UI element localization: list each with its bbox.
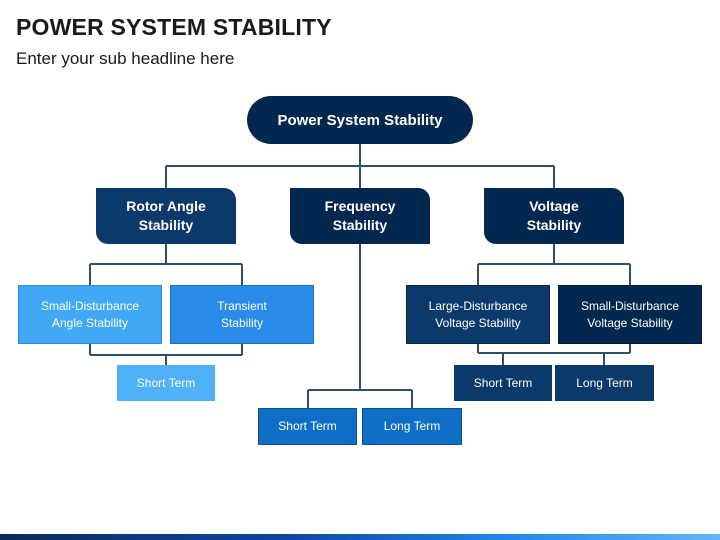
transient-line1: Transient [217, 298, 267, 313]
voltage-node-line2: Stability [526, 217, 582, 233]
frequency-stability-node: Frequency Stability [290, 188, 430, 244]
root-node: Power System Stability [247, 96, 473, 144]
voltage-stability-node: Voltage Stability [484, 188, 624, 244]
voltage-long-term-node: Long Term [555, 365, 654, 401]
small-voltage-line2: Voltage Stability [587, 315, 673, 330]
small-disturbance-voltage-stability-node: Small-Disturbance Voltage Stability [558, 285, 702, 344]
rotor-short-term-node: Short Term [117, 365, 215, 401]
large-voltage-line1: Large-Disturbance [428, 298, 528, 313]
frequency-node-line1: Frequency [324, 198, 396, 214]
small-voltage-line1: Small-Disturbance [580, 298, 680, 313]
large-disturbance-voltage-stability-node: Large-Disturbance Voltage Stability [406, 285, 550, 344]
voltage-long-term-label: Long Term [576, 375, 633, 390]
small-angle-line2: Angle Stability [51, 315, 129, 330]
voltage-short-term-node: Short Term [454, 365, 552, 401]
frequency-node-line2: Stability [332, 217, 388, 233]
small-angle-line1: Small-Disturbance [40, 298, 140, 313]
transient-line2: Stability [220, 315, 263, 330]
frequency-short-term-node: Short Term [258, 408, 357, 445]
frequency-long-term-node: Long Term [362, 408, 462, 445]
voltage-short-term-label: Short Term [473, 375, 533, 390]
small-disturbance-angle-stability-node: Small-Disturbance Angle Stability [18, 285, 162, 344]
page-title: POWER SYSTEM STABILITY [16, 14, 332, 40]
rotor-node-line2: Stability [138, 217, 194, 233]
rotor-angle-stability-node: Rotor Angle Stability [96, 188, 236, 244]
large-voltage-line2: Voltage Stability [435, 315, 521, 330]
root-node-label: Power System Stability [277, 111, 443, 129]
transient-stability-node: Transient Stability [170, 285, 314, 344]
rotor-node-line1: Rotor Angle [126, 198, 206, 214]
footer-gradient-bar [0, 534, 720, 540]
voltage-node-line1: Voltage [529, 198, 579, 214]
frequency-short-term-label: Short Term [278, 419, 337, 433]
frequency-long-term-label: Long Term [383, 419, 441, 433]
rotor-short-term-label: Short Term [136, 375, 196, 390]
page-subtitle: Enter your sub headline here [16, 49, 235, 68]
